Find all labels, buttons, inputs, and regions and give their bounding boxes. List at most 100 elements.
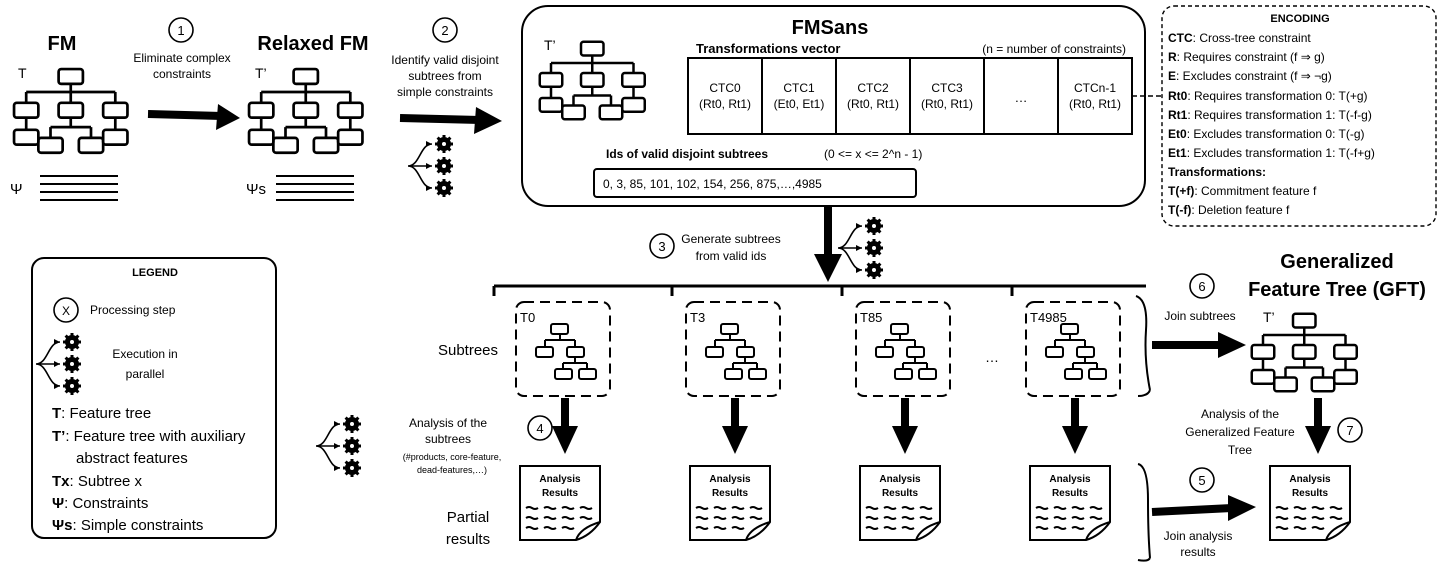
step-2-line-2: subtrees from (408, 69, 481, 83)
subtree-label: T85 (860, 310, 882, 325)
doc-line-2: Results (882, 488, 919, 499)
analysis-results-document: Analysis Results (859, 465, 941, 541)
vector-cell-value: (Rt0, Rt1) (1069, 97, 1121, 111)
subtree-box (515, 301, 611, 397)
fm-title: FM (48, 33, 77, 55)
step-1-circle (168, 17, 194, 43)
feature-tree-icon (247, 67, 364, 155)
encoding-line: R: Requires constraint (f ⇒ g) (1168, 50, 1325, 64)
vector-cell-ellipsis: … (1015, 90, 1028, 105)
valid-ids-values: 0, 3, 85, 101, 102, 154, 256, 875,…,4985 (603, 177, 822, 191)
arrow-step-7 (1305, 398, 1331, 454)
step-3-number: 3 (658, 239, 665, 254)
encoding-list: CTC: Cross-tree constraint R: Requires c… (1168, 31, 1375, 217)
valid-ids-box (593, 168, 917, 198)
vector-cell-name: CTC2 (857, 81, 889, 95)
encoding-line: Transformations: (1168, 165, 1266, 179)
simple-constraints-lines-icon (276, 175, 354, 201)
step-7-line-2: Generalized Feature (1185, 425, 1295, 439)
encoding-line: Et1: Excludes transformation 1: T(-f+g) (1168, 146, 1375, 160)
step-2-number: 2 (441, 23, 448, 38)
legend-item: abstract features (76, 450, 188, 467)
doc-line-2: Results (712, 488, 749, 499)
transformations-vector: CTC0 (Rt0, Rt1) CTC1 (Et0, Et1) CTC2 (Rt… (687, 57, 1133, 135)
fm-tree-label: T (18, 65, 27, 81)
gft-title-line-1: Generalized (1280, 251, 1393, 273)
legend-item: T: Feature tree (52, 405, 151, 422)
step-5-number: 5 (1198, 473, 1205, 488)
step-1-line-2: constraints (153, 67, 211, 81)
relaxed-psi-label: Ψs (246, 181, 266, 198)
vector-cell-name: CTCn-1 (1074, 81, 1116, 95)
gft-tree-label: T’ (1263, 309, 1275, 325)
subtree-icon (535, 323, 597, 380)
subtree-icon (875, 323, 937, 380)
legend-box (31, 257, 277, 539)
arrow-step-6 (1152, 332, 1246, 358)
vector-cell (909, 57, 985, 135)
doc-line-2: Results (1052, 488, 1089, 499)
parallel-execution-icon (408, 135, 453, 197)
vector-cell-value: (Rt0, Rt1) (921, 97, 973, 111)
legend-title: LEGEND (132, 267, 178, 279)
subtrees-bracket (1135, 295, 1151, 397)
step-4-line-1: Analysis of the (409, 416, 487, 430)
constraints-count-note: (n = number of constraints) (982, 42, 1126, 56)
step-7-line-1: Analysis of the (1201, 407, 1279, 421)
legend-list: T: Feature tree T’: Feature tree with au… (52, 405, 246, 534)
step-5-line-1: Join analysis (1164, 529, 1233, 543)
subtree-icon (705, 323, 767, 380)
vector-cell (687, 57, 763, 135)
legend-parallel-line-2: parallel (126, 367, 165, 381)
arrow-subtree-to-results (892, 398, 918, 454)
subtrees-ellipsis: … (985, 349, 999, 365)
legend-step-circle (53, 297, 79, 323)
vector-cell (761, 57, 837, 135)
analysis-results-document: Analysis Results (689, 465, 771, 541)
parallel-execution-icon (838, 217, 883, 279)
legend-item: Tx: Subtree x (52, 473, 143, 490)
legend-step-text: Processing step (90, 303, 176, 317)
subtree-box (685, 301, 781, 397)
step-6-number: 6 (1198, 279, 1205, 294)
step-1-line-1: Eliminate complex (133, 51, 230, 65)
analysis-results-document: Analysis Results (1029, 465, 1111, 541)
encoding-line: T(-f): Deletion feature f (1168, 203, 1290, 217)
doc-line-1: Analysis (879, 474, 921, 485)
analysis-results-document: Analysis Results (1269, 465, 1351, 541)
doc-line-1: Analysis (1049, 474, 1091, 485)
fmsans-tree-label: T’ (544, 37, 556, 53)
subtree-icon (1045, 323, 1107, 380)
arrow-subtree-to-results (552, 398, 578, 454)
legend-item: Ψs: Simple constraints (52, 517, 203, 534)
step-4-line-2: subtrees (425, 432, 471, 446)
valid-ids-range: (0 <= x <= 2^n - 1) (824, 147, 922, 161)
vector-cell-value: (Rt0, Rt1) (847, 97, 899, 111)
feature-tree-icon (12, 67, 129, 155)
relaxed-fm-title: Relaxed FM (257, 33, 368, 55)
step-4-number: 4 (536, 421, 543, 436)
arrow-step-2 (399, 107, 502, 134)
legend-item: T’: Feature tree with auxiliary (52, 428, 246, 445)
fmsans-title: FMSans (792, 17, 869, 39)
step-5-line-2: results (1180, 545, 1215, 559)
analysis-results-document: Analysis Results (519, 465, 601, 541)
encoding-line: Rt0: Requires transformation 0: T(+g) (1168, 89, 1368, 103)
feature-tree-icon (1250, 312, 1358, 393)
vector-cell (1057, 57, 1133, 135)
step-3-circle (649, 233, 675, 259)
partial-results-label-1: Partial (447, 509, 490, 526)
step-2-line-1: Identify valid disjoint (391, 53, 499, 67)
encoding-box (1161, 5, 1437, 227)
valid-ids-label: Ids of valid disjoint subtrees (606, 147, 768, 161)
relaxed-tree-label: T’ (255, 65, 267, 81)
arrow-step-1 (147, 104, 240, 130)
arrow-step-3 (814, 206, 842, 282)
vector-cell-value: (Et0, Et1) (774, 97, 825, 111)
step-7-circle (1337, 417, 1363, 443)
vector-cell-name: CTC0 (709, 81, 741, 95)
step-4-line-3: (#products, core-feature, (403, 452, 502, 462)
legend-parallel-line-1: Execution in (112, 347, 177, 361)
vector-cell-name: CTC3 (931, 81, 963, 95)
step-7-number: 7 (1346, 423, 1353, 438)
